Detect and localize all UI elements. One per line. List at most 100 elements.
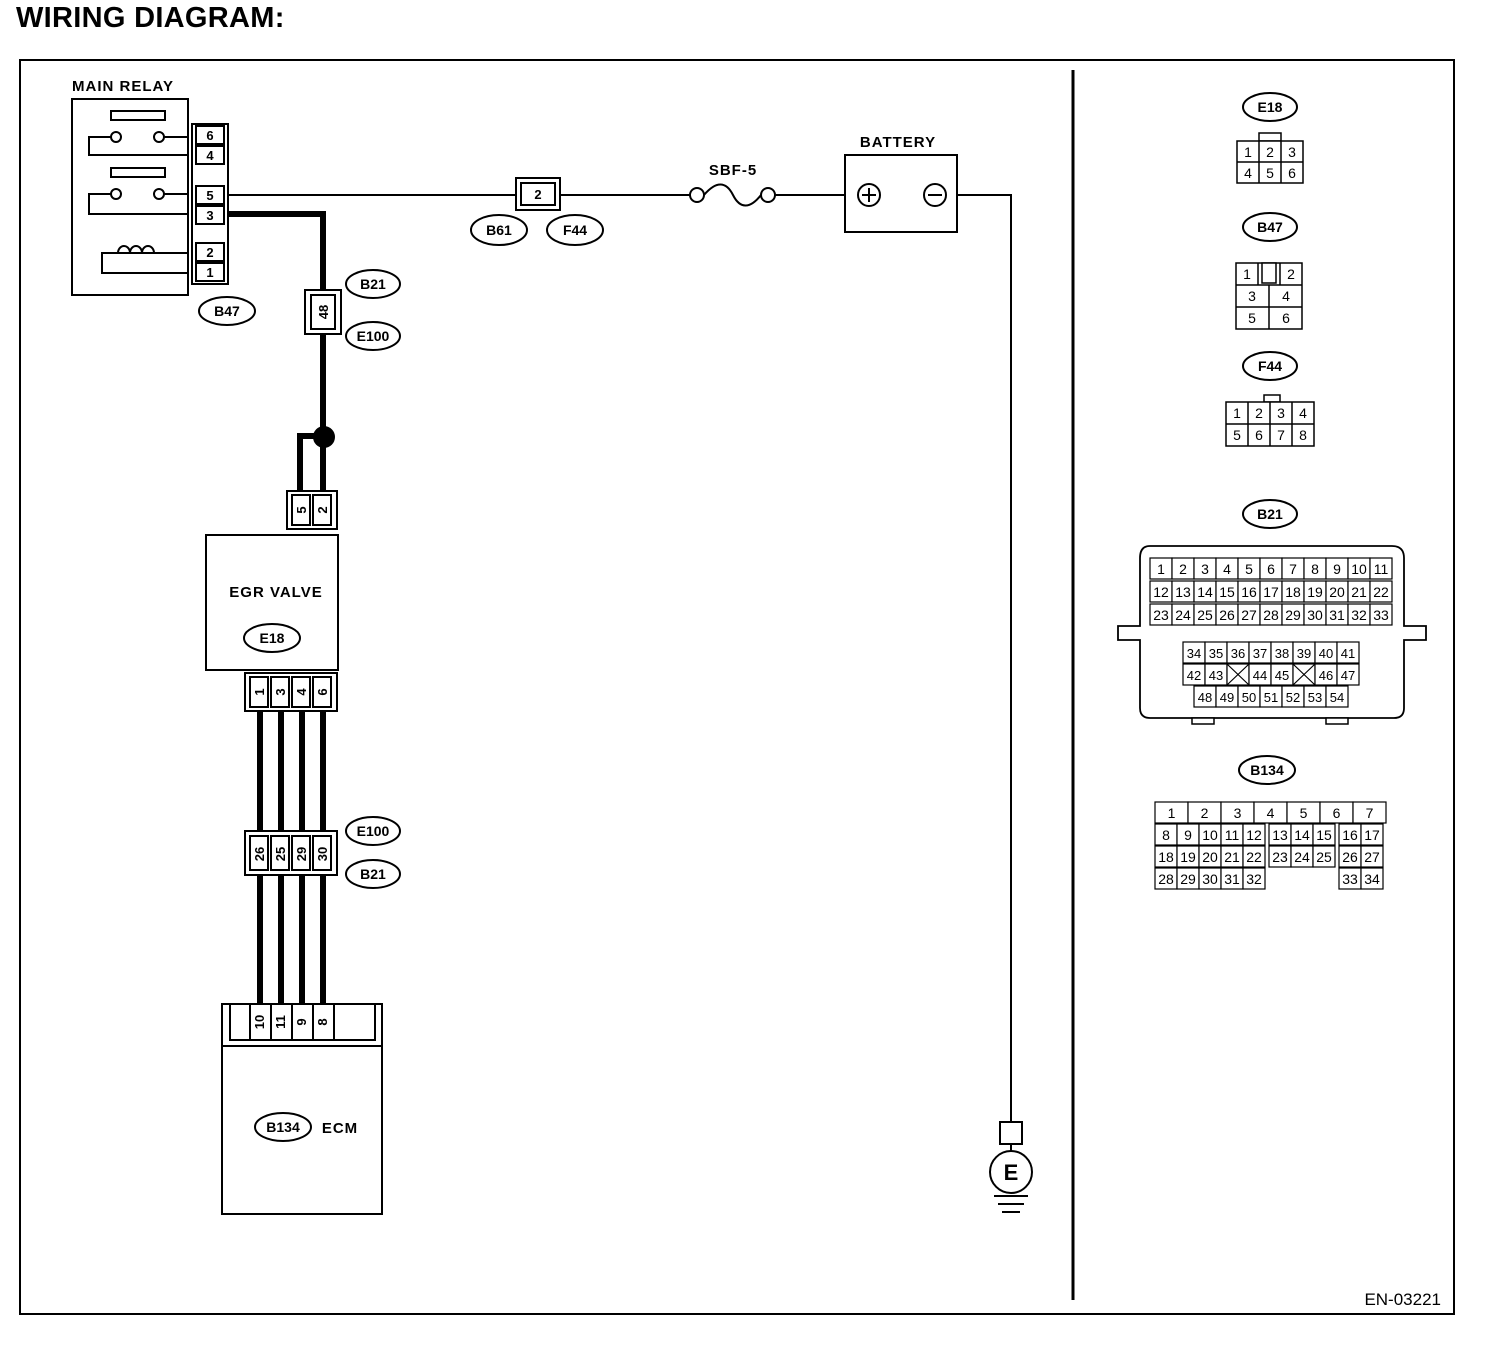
connector-pin-label: 2 bbox=[1201, 805, 1209, 821]
svg-text:29: 29 bbox=[294, 847, 309, 861]
svg-text:6: 6 bbox=[1255, 427, 1263, 443]
connector-pin-label: 6 bbox=[1333, 805, 1341, 821]
relay-pin: 3 bbox=[206, 208, 213, 223]
svg-text:E100: E100 bbox=[357, 328, 390, 344]
connector-pin-label: 17 bbox=[1364, 827, 1380, 843]
connector-pin-label: 30 bbox=[1307, 607, 1323, 623]
connector-pin-label: 19 bbox=[1307, 584, 1323, 600]
connector-pin-label: 33 bbox=[1342, 871, 1358, 887]
svg-text:11: 11 bbox=[273, 1015, 288, 1029]
connector-pin-label: 34 bbox=[1364, 871, 1380, 887]
connector-pin-label: 35 bbox=[1209, 646, 1223, 661]
connector-tag-b61 bbox=[470, 214, 528, 246]
inline-connector-e100-b21-lower: 26 25 29 30 E100 B21 bbox=[244, 816, 401, 889]
connector-pin-label: 24 bbox=[1175, 607, 1191, 623]
connector-pin-label: 22 bbox=[1246, 849, 1262, 865]
svg-text:5: 5 bbox=[294, 506, 309, 513]
svg-text:5: 5 bbox=[1266, 165, 1274, 181]
connector-pin-label: 13 bbox=[1272, 827, 1288, 843]
connector-pin-label: 7 bbox=[1289, 561, 1297, 577]
ground-e: E bbox=[989, 1121, 1033, 1213]
diagram-frame bbox=[19, 59, 1455, 1315]
svg-text:4: 4 bbox=[1282, 288, 1290, 304]
svg-text:48: 48 bbox=[316, 305, 331, 319]
connector-pin-label: 22 bbox=[1373, 584, 1389, 600]
connector-pin-label: 23 bbox=[1153, 607, 1169, 623]
connector-pin-label: 34 bbox=[1187, 646, 1201, 661]
svg-text:4: 4 bbox=[1244, 165, 1252, 181]
svg-text:E: E bbox=[1004, 1160, 1019, 1185]
svg-text:3: 3 bbox=[273, 688, 288, 695]
connector-pin-label: 10 bbox=[1351, 561, 1367, 577]
ecm-label: ECM bbox=[322, 1120, 358, 1137]
relay-pin: 5 bbox=[206, 188, 213, 203]
svg-text:B134: B134 bbox=[1250, 762, 1284, 778]
svg-text:B21: B21 bbox=[360, 866, 386, 882]
connector-pin-label: 16 bbox=[1342, 827, 1358, 843]
connector-pin-label: 11 bbox=[1225, 827, 1240, 843]
connector-pin-label: 54 bbox=[1330, 690, 1344, 705]
svg-text:7: 7 bbox=[1277, 427, 1285, 443]
connector-tag-b134 bbox=[254, 1112, 312, 1142]
connector-tag-b21 bbox=[345, 269, 401, 299]
svg-text:E100: E100 bbox=[357, 823, 390, 839]
connector-pin-label: 1 bbox=[1168, 805, 1176, 821]
connector-pin-label: 25 bbox=[1316, 849, 1332, 865]
connector-pin-label: 45 bbox=[1275, 668, 1289, 683]
connector-pin-label: 28 bbox=[1158, 871, 1174, 887]
svg-text:6: 6 bbox=[315, 688, 330, 695]
connector-pin-label: 14 bbox=[1294, 827, 1310, 843]
connector-pin-label: 23 bbox=[1272, 849, 1288, 865]
svg-text:4: 4 bbox=[1299, 405, 1307, 421]
connector-pin-label: 41 bbox=[1341, 646, 1355, 661]
connector-pin-label: 6 bbox=[1267, 561, 1275, 577]
connector-tag-e100 bbox=[345, 816, 401, 846]
svg-text:3: 3 bbox=[1288, 144, 1296, 160]
svg-text:6: 6 bbox=[1288, 165, 1296, 181]
connector-pin-label: 21 bbox=[1351, 584, 1367, 600]
connector-pin-label: 29 bbox=[1285, 607, 1301, 623]
svg-text:B61: B61 bbox=[486, 222, 512, 238]
connector-pin-label: 4 bbox=[1267, 805, 1275, 821]
connector-pin-label: 18 bbox=[1285, 584, 1301, 600]
relay-pin: 4 bbox=[206, 148, 214, 163]
battery: BATTERY bbox=[844, 134, 958, 233]
svg-text:2: 2 bbox=[1287, 266, 1295, 282]
connector-view-e18: E18 1 2 3 4 5 6 bbox=[1236, 92, 1304, 184]
connector-pin-label: 48 bbox=[1198, 690, 1212, 705]
connector-pin-label: 2 bbox=[1179, 561, 1187, 577]
svg-text:8: 8 bbox=[315, 1018, 330, 1025]
connector-pin-label: 30 bbox=[1202, 871, 1218, 887]
figure-id: EN-03221 bbox=[1364, 1290, 1441, 1309]
connector-pin-label: 51 bbox=[1264, 690, 1278, 705]
svg-text:3: 3 bbox=[1277, 405, 1285, 421]
svg-text:B47: B47 bbox=[1257, 219, 1283, 235]
connector-pin-label: 31 bbox=[1224, 871, 1240, 887]
connector-pin-label: 39 bbox=[1297, 646, 1311, 661]
connector-pin-label: 1 bbox=[1157, 561, 1165, 577]
connector-pin-label: 9 bbox=[1333, 561, 1341, 577]
connector-pin-label: 31 bbox=[1329, 607, 1345, 623]
svg-text:4: 4 bbox=[294, 688, 309, 696]
svg-text:SBF-5: SBF-5 bbox=[709, 162, 757, 179]
connector-pin-label: 14 bbox=[1197, 584, 1213, 600]
connector-pin-label: 52 bbox=[1286, 690, 1300, 705]
svg-text:25: 25 bbox=[273, 847, 288, 861]
inline-connector-b61-f44: 2 B61 F44 bbox=[470, 177, 604, 246]
svg-text:2: 2 bbox=[534, 187, 541, 202]
svg-text:30: 30 bbox=[315, 847, 330, 861]
connector-tag-e18 bbox=[243, 623, 301, 653]
connector-tag-e100 bbox=[345, 321, 401, 351]
connector-pin-label: 5 bbox=[1245, 561, 1253, 577]
svg-text:1: 1 bbox=[1243, 266, 1251, 282]
relay-pin: 2 bbox=[206, 245, 213, 260]
connector-pin-label: 42 bbox=[1187, 668, 1201, 683]
svg-text:3: 3 bbox=[1248, 288, 1256, 304]
connector-pin-label: 27 bbox=[1364, 849, 1380, 865]
connector-pin-label: 7 bbox=[1366, 805, 1374, 821]
relay-pin: 1 bbox=[206, 265, 213, 280]
connector-pin-label: 46 bbox=[1319, 668, 1333, 683]
connector-tag-f44 bbox=[546, 214, 604, 246]
connector-pin-label: 12 bbox=[1246, 827, 1262, 843]
